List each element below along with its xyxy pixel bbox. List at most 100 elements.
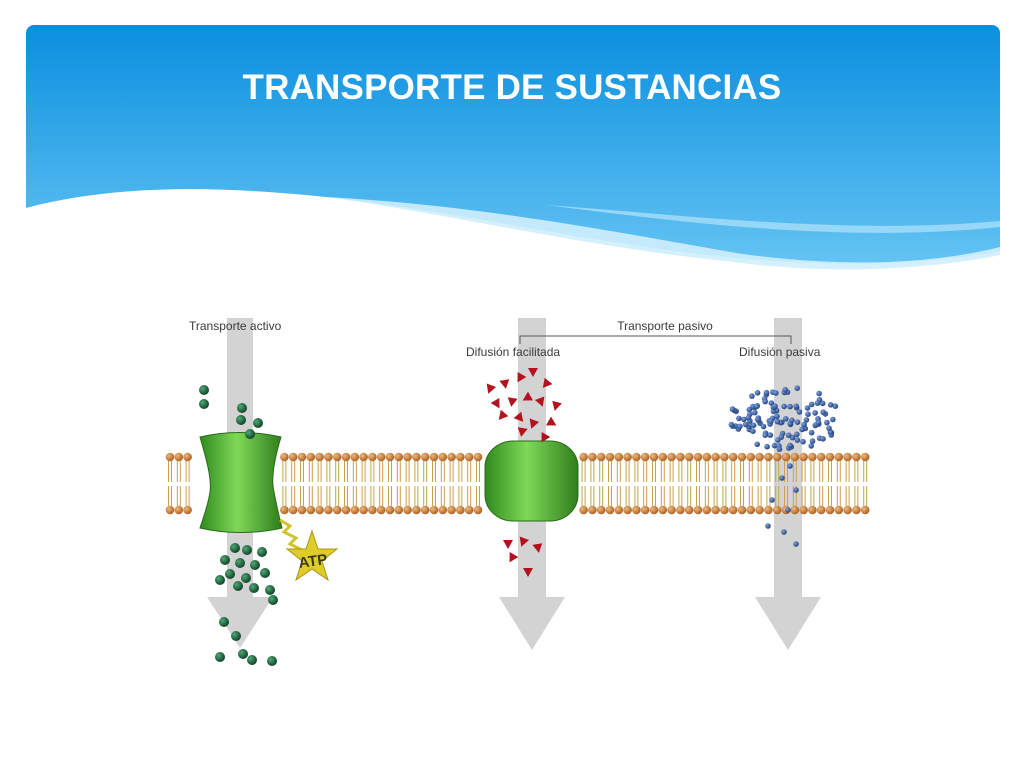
- red-molecule: [509, 552, 519, 563]
- lipid-head: [860, 505, 870, 515]
- blue-molecule: [808, 429, 815, 436]
- blue-molecule: [762, 432, 768, 439]
- lipid-head: [799, 452, 808, 462]
- blue-molecule: [830, 416, 836, 423]
- green-molecule: [237, 403, 247, 413]
- slide-title: TRANSPORTE DE SUSTANCIAS: [242, 68, 782, 107]
- lipid-head: [667, 505, 676, 515]
- green-molecule: [242, 545, 252, 555]
- lipid-head: [174, 452, 184, 462]
- lipid-head: [658, 452, 668, 462]
- blue-molecule: [820, 409, 826, 416]
- blue-molecule: [754, 390, 761, 396]
- red-molecule: [552, 400, 562, 411]
- lipid-head: [588, 505, 597, 515]
- lipid-tails: [168, 461, 868, 506]
- lipid-head: [843, 452, 852, 462]
- blue-molecule: [764, 443, 770, 450]
- lipid-head: [596, 452, 606, 462]
- lipid-head: [684, 505, 694, 515]
- channel-protein: [484, 440, 579, 522]
- green-molecule: [265, 585, 275, 595]
- lipid-head: [306, 505, 316, 515]
- lipid-head: [306, 452, 316, 462]
- green-molecule: [257, 547, 267, 557]
- lipid-head: [632, 505, 641, 515]
- lipid-head: [438, 505, 448, 515]
- lipid-head: [376, 452, 386, 462]
- passive-transport-bracket: [519, 335, 792, 344]
- lipid-head: [280, 505, 289, 515]
- green-molecule: [247, 655, 257, 665]
- blue-molecule: [820, 436, 826, 442]
- blue-molecule: [793, 487, 799, 493]
- lipid-head: [764, 452, 773, 462]
- lipid-head: [772, 452, 782, 462]
- blue-molecule: [785, 432, 792, 439]
- lipid-head: [403, 452, 412, 462]
- blue-molecule: [805, 411, 811, 418]
- blue-molecule: [768, 400, 775, 406]
- lipid-bilayer: [165, 452, 870, 515]
- lipid-head: [825, 505, 835, 515]
- green-molecule: [267, 656, 277, 666]
- blue-molecule: [769, 497, 775, 503]
- lipid-head: [385, 452, 395, 462]
- lipid-head: [376, 505, 386, 515]
- atp-label: ATP: [297, 551, 328, 572]
- lipid-head: [332, 452, 342, 462]
- blue-molecule: [816, 390, 822, 397]
- green-molecule: [260, 568, 270, 578]
- lipid-head: [623, 452, 632, 462]
- lipid-head: [359, 452, 368, 462]
- green-molecule: [230, 543, 240, 553]
- green-molecule: [245, 429, 255, 439]
- lipid-head: [676, 452, 685, 462]
- lipid-head: [394, 505, 404, 515]
- lipid-heads: [165, 452, 870, 515]
- blue-molecule: [785, 507, 791, 513]
- blue-molecule: [754, 416, 761, 423]
- blue-molecule: [808, 443, 814, 449]
- lipid-head: [324, 505, 333, 515]
- blue-molecule: [742, 421, 749, 428]
- lipid-head: [623, 505, 632, 515]
- lipid-head: [368, 452, 377, 462]
- lipid-head: [403, 505, 412, 515]
- lipid-head: [165, 452, 175, 462]
- green-molecule: [253, 418, 263, 428]
- lipid-head: [588, 452, 597, 462]
- blue-molecule: [793, 403, 799, 410]
- green-molecule: [215, 575, 225, 585]
- blue-molecule: [789, 417, 795, 424]
- lipid-head: [649, 452, 659, 462]
- lipid-head: [473, 452, 483, 462]
- lipid-head: [614, 505, 624, 515]
- red-molecule: [541, 432, 551, 443]
- blue-molecule: [746, 406, 753, 413]
- lipid-head: [799, 505, 808, 515]
- red-molecule: [486, 383, 497, 394]
- lipid-head: [825, 452, 835, 462]
- lipid-head: [693, 452, 703, 462]
- lipid-head: [605, 452, 615, 462]
- blue-molecule: [801, 421, 807, 428]
- red-molecule: [507, 397, 518, 407]
- blue-molecule: [832, 403, 839, 410]
- green-molecule: [236, 415, 246, 425]
- blue-molecule: [763, 389, 770, 396]
- lipid-head: [174, 505, 184, 515]
- green-molecule: [199, 385, 209, 395]
- title-banner: [26, 25, 1000, 285]
- blue-molecule: [808, 401, 815, 408]
- blue-molecule: [737, 423, 743, 430]
- blue-molecule: [804, 405, 811, 411]
- blue-molecule: [750, 422, 757, 429]
- blue-molecule: [781, 529, 787, 535]
- green-molecule: [215, 652, 225, 662]
- lipid-head: [596, 505, 606, 515]
- passive-transport-label: Transporte pasivo: [617, 319, 713, 333]
- blue-molecule: [826, 425, 832, 432]
- blue-molecule: [749, 393, 755, 399]
- lipid-head: [368, 505, 377, 515]
